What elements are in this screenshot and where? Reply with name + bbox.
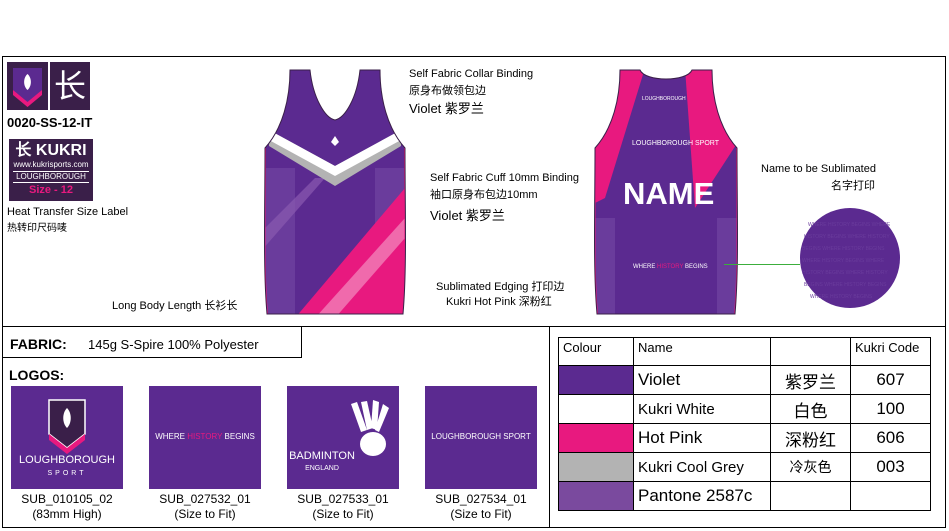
colour-name-cn: 深粉红 bbox=[770, 423, 851, 453]
header-code: Kukri Code bbox=[850, 337, 931, 366]
size-label-club: LOUGHBOROUGH bbox=[13, 171, 89, 183]
section-divider-vertical bbox=[549, 326, 550, 528]
logos-heading: LOGOS: bbox=[9, 367, 65, 383]
kukri-mark-icon: 长 bbox=[15, 142, 32, 159]
colour-table-header: Colour Name Kukri Code bbox=[558, 337, 931, 366]
cuff-colour: Violet 紫罗兰 bbox=[430, 208, 505, 223]
vest-front-illustration bbox=[264, 69, 406, 315]
size-label-brand: KUKRI bbox=[35, 142, 87, 159]
cuff-annotation: Self Fabric Cuff 10mm Binding bbox=[430, 172, 579, 184]
logo-3-caption: SUB_027533_01(Size to Fit) bbox=[297, 492, 389, 521]
spec-sheet-frame bbox=[2, 56, 946, 528]
logo-tile-loughborough-sport: LOUGHBOROUGH SPORT bbox=[425, 386, 537, 489]
collar-annotation-cn: 原身布做领包边 bbox=[409, 85, 486, 97]
colour-name-cn: 冷灰色 bbox=[770, 452, 851, 482]
logo-1-subtext: SPORT bbox=[47, 470, 87, 477]
colour-swatch bbox=[558, 481, 634, 511]
svg-text:HISTORY BEGINS WHERE HISTORY: HISTORY BEGINS WHERE HISTORY bbox=[804, 234, 890, 240]
style-code: 0020-SS-12-IT bbox=[7, 115, 93, 130]
cuff-annotation-cn: 袖口原身布包边10mm bbox=[430, 189, 538, 201]
svg-text:BEGINS WHERE HISTORY BEGINS: BEGINS WHERE HISTORY BEGINS bbox=[802, 246, 885, 252]
name-annotation-cn: 名字打印 bbox=[831, 180, 875, 192]
back-badge: LOUGHBOROUGH bbox=[642, 96, 686, 102]
fabric-label: FABRIC: bbox=[10, 336, 67, 352]
size-label-caption: Heat Transfer Size Label bbox=[7, 206, 129, 218]
logo-2-text-a: WHERE bbox=[155, 432, 188, 441]
colour-code: 606 bbox=[850, 423, 931, 453]
edging-colour: Kukri Hot Pink 深粉红 bbox=[446, 296, 552, 308]
logo-2-caption: SUB_027532_01(Size to Fit) bbox=[159, 492, 251, 521]
colour-swatch bbox=[558, 365, 634, 395]
logo-1-text: LOUGHBOROUGH bbox=[19, 454, 115, 466]
fabric-value: 145g S-Spire 100% Polyester bbox=[88, 337, 259, 352]
size-label-site: www.kukrisports.com bbox=[13, 160, 89, 169]
logo-1-caption: SUB_010105_02(83mm High) bbox=[21, 492, 113, 521]
back-team-text: LOUGHBOROUGH SPORT bbox=[632, 140, 719, 147]
colour-name-cn: 紫罗兰 bbox=[770, 365, 851, 395]
length-annotation: Long Body Length 长衫长 bbox=[112, 300, 238, 312]
edging-annotation: Sublimated Edging 打印边 bbox=[436, 281, 565, 293]
colour-name: Pantone 2587c bbox=[633, 481, 771, 511]
logo-2-text-b: HISTORY bbox=[187, 432, 223, 441]
collar-colour: Violet 紫罗兰 bbox=[409, 101, 484, 116]
svg-text:HISTORY BEGINS WHERE HISTORY: HISTORY BEGINS WHERE HISTORY bbox=[802, 270, 888, 276]
svg-text:WHERE HISTORY BEGINS WHERE: WHERE HISTORY BEGINS WHERE bbox=[808, 222, 891, 228]
colour-code: 003 bbox=[850, 452, 931, 482]
vest-back-illustration bbox=[594, 69, 738, 315]
logo-2-text-c: BEGINS bbox=[222, 432, 255, 441]
size-label-size: Size - 12 bbox=[28, 184, 74, 196]
name-annotation: Name to be Sublimated bbox=[761, 163, 876, 175]
header-cn bbox=[770, 337, 851, 366]
back-name-text: NAME bbox=[623, 176, 715, 211]
colour-row: Hot Pink 深粉红 606 bbox=[558, 423, 931, 453]
colour-code: 607 bbox=[850, 365, 931, 395]
colour-name: Kukri Cool Grey bbox=[633, 452, 771, 482]
colour-name: Kukri White bbox=[633, 394, 771, 424]
header-name: Name bbox=[633, 337, 771, 366]
colour-code bbox=[850, 481, 931, 511]
collar-annotation: Self Fabric Collar Binding bbox=[409, 68, 534, 80]
colour-table: Colour Name Kukri Code Violet 紫罗兰 607 Ku… bbox=[558, 337, 931, 511]
section-divider bbox=[2, 326, 946, 327]
logo-tile-where-history-begins: WHERE HISTORY BEGINS bbox=[149, 386, 261, 489]
shuttlecock-icon bbox=[351, 400, 389, 456]
colour-row: Kukri Cool Grey 冷灰色 003 bbox=[558, 452, 931, 482]
kukri-glyph-logo: 长 bbox=[50, 62, 90, 110]
logo-tile-loughborough: LOUGHBOROUGH SPORT bbox=[11, 386, 123, 489]
loughborough-crest-logo bbox=[7, 62, 48, 110]
back-tagline: WHERE HISTORY BEGINS bbox=[633, 264, 708, 270]
colour-row: Violet 紫罗兰 607 bbox=[558, 365, 931, 395]
kukri-glyph: 长 bbox=[53, 68, 86, 104]
colour-swatch bbox=[558, 423, 634, 453]
logo-4-caption: SUB_027534_01(Size to Fit) bbox=[435, 492, 527, 521]
svg-text:WHERE HISTORY BEGINS WHERE: WHERE HISTORY BEGINS WHERE bbox=[802, 258, 885, 264]
name-detail-circle: WHERE HISTORY BEGINS WHERE HISTORY BEGIN… bbox=[800, 208, 900, 308]
logo-3-text: BADMINTON bbox=[289, 450, 355, 462]
colour-row: Pantone 2587c bbox=[558, 481, 931, 511]
logo-tile-badminton-england: BADMINTON ENGLAND bbox=[287, 386, 399, 489]
colour-swatch bbox=[558, 394, 634, 424]
logo-4-text: LOUGHBOROUGH SPORT bbox=[431, 432, 531, 441]
size-label-graphic: 长 KUKRI www.kukrisports.com LOUGHBOROUGH… bbox=[9, 139, 93, 201]
colour-name-cn bbox=[770, 481, 851, 511]
colour-row: Kukri White 白色 100 bbox=[558, 394, 931, 424]
size-label-caption-cn: 热转印尺码唛 bbox=[7, 223, 67, 234]
colour-swatch bbox=[558, 452, 634, 482]
svg-text:BEGINS WHERE HISTORY BEGINS: BEGINS WHERE HISTORY BEGINS bbox=[804, 282, 887, 288]
logo-3-subtext: ENGLAND bbox=[305, 465, 339, 472]
header-colour: Colour bbox=[558, 337, 634, 366]
fabric-box: FABRIC: 145g S-Spire 100% Polyester bbox=[2, 326, 302, 358]
callout-line bbox=[724, 264, 800, 265]
colour-name: Violet bbox=[633, 365, 771, 395]
colour-name-cn: 白色 bbox=[770, 394, 851, 424]
svg-text:WHERE HISTORY BEGINS: WHERE HISTORY BEGINS bbox=[810, 294, 873, 300]
colour-code: 100 bbox=[850, 394, 931, 424]
colour-name: Hot Pink bbox=[633, 423, 771, 453]
